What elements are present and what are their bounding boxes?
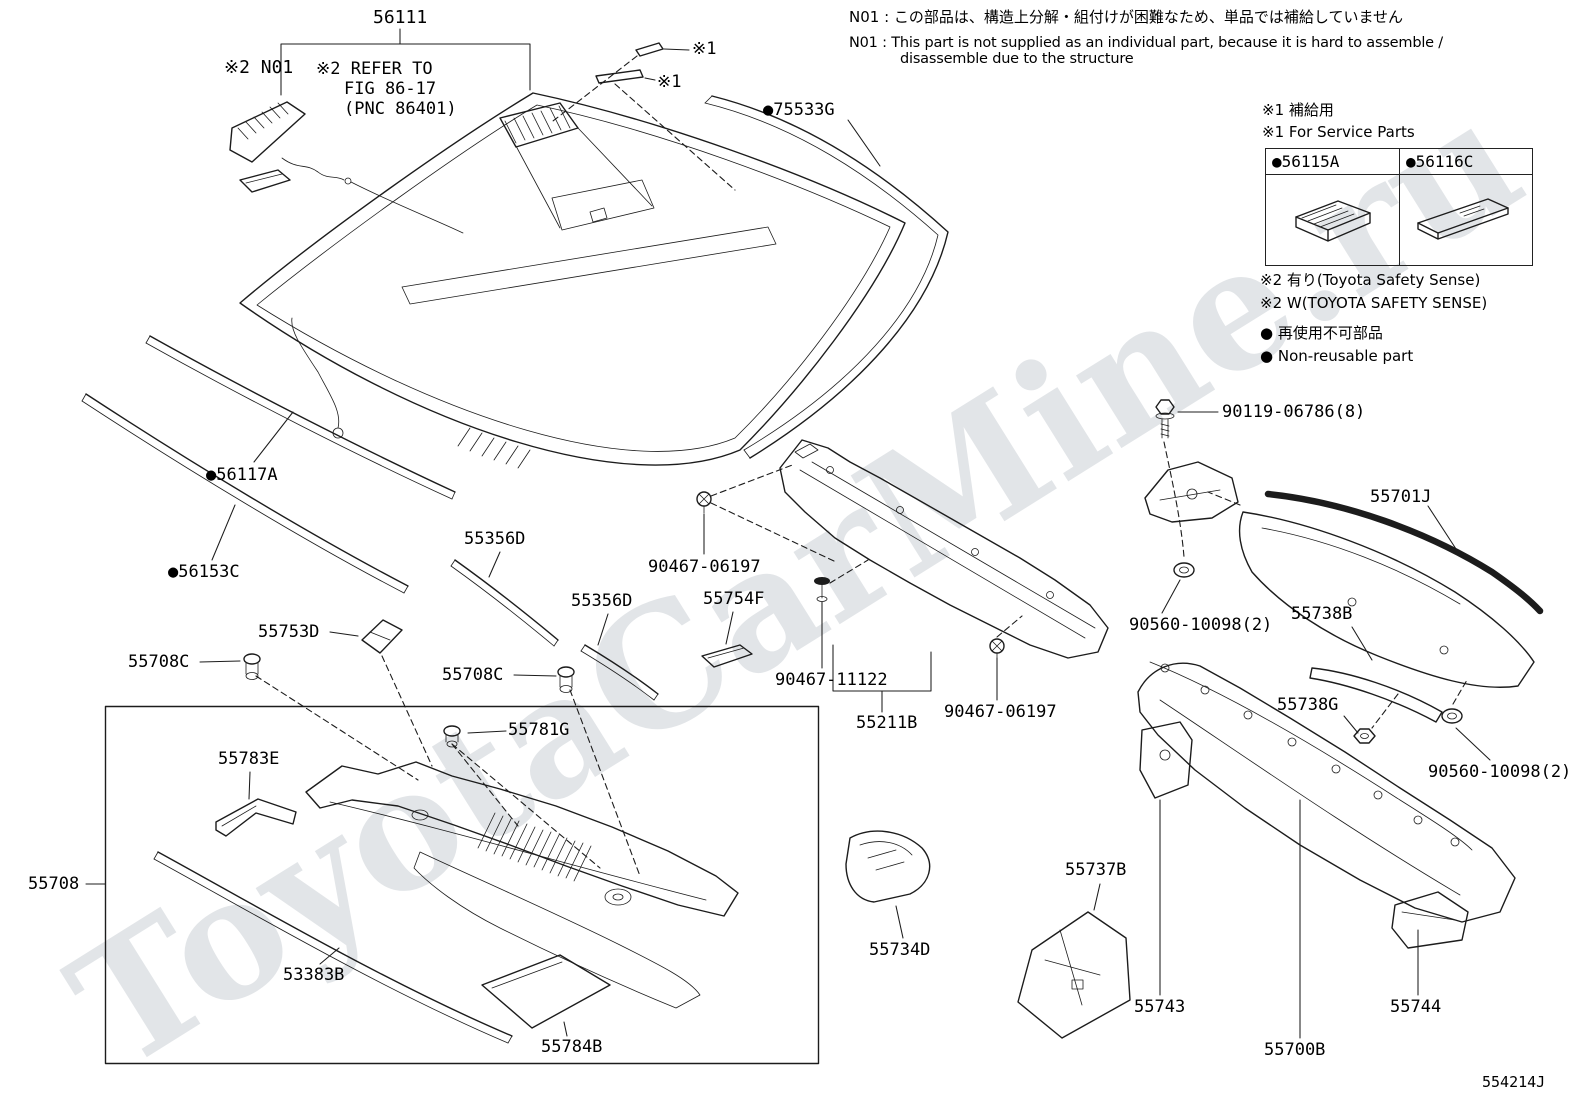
part-label-90467-06197-b: 90467-06197 <box>944 702 1057 722</box>
service-part-number-56116C: ●56116C <box>1400 149 1532 175</box>
grommet-90560-a <box>1161 562 1195 614</box>
cowl-side-bracket <box>1144 461 1239 523</box>
louver-55708 <box>305 761 739 1009</box>
part-label-53383B: 53383B <box>283 965 345 985</box>
seal-55356D-a <box>450 551 559 647</box>
refer-to-line1: ※2 REFER TO <box>316 59 433 79</box>
louver-assembly-box <box>85 705 820 1065</box>
trim-55738B <box>1309 626 1443 723</box>
clip-90467-11122 <box>814 577 830 669</box>
part-label-90467-06197-a: 90467-06197 <box>648 557 761 577</box>
note-n01-english-line1: N01 : This part is not supplied as an in… <box>849 35 1443 51</box>
service-part-number-56115A: ●56115A <box>1266 149 1399 175</box>
part-label-55753D: 55753D <box>258 622 320 642</box>
part-label-90119-06786: 90119-06786(8) <box>1222 402 1366 422</box>
legend-tss-en: ※2 W(TOYOTA SAFETY SENSE) <box>1260 294 1488 312</box>
part-label-55743: 55743 <box>1134 997 1186 1017</box>
gusset-55737B <box>1017 883 1131 1039</box>
part-label-55737B: 55737B <box>1065 860 1127 880</box>
part-label-55738G: 55738G <box>1277 695 1339 715</box>
note-n01-japanese: N01 : この部品は、構造上分解・組付けが困難なため、単品では補給していません <box>849 8 1404 26</box>
seal-55356D-b <box>580 613 659 701</box>
clip-55754F <box>701 611 753 668</box>
service-part-cell-56116C: ●56116C <box>1399 149 1532 265</box>
part-label-55356D-a: 55356D <box>464 529 526 549</box>
clip-55708C-b <box>513 666 575 693</box>
refer-to-line3: (PNC 86401) <box>344 99 457 119</box>
legend-service-jp: ※1 補給用 <box>1262 101 1334 119</box>
part-label-90560-10098-a: 90560-10098(2) <box>1129 615 1273 635</box>
clip-55708C-a <box>199 653 261 680</box>
windshield-glass <box>239 92 906 469</box>
refer-to-line2: FIG 86-17 <box>344 79 437 99</box>
part-label-55701J: 55701J <box>1370 487 1432 507</box>
part-label-55211B: 55211B <box>856 713 918 733</box>
part-label-55708: 55708 <box>28 874 80 894</box>
legend-tss-jp: ※2 有り(Toyota Safety Sense) <box>1260 271 1481 289</box>
part-label-55708C-a: 55708C <box>128 652 190 672</box>
clip-55781G <box>443 725 507 748</box>
legend-nonreusable-jp: ● 再使用不可部品 <box>1260 324 1383 342</box>
molding-56153C <box>81 393 409 594</box>
part-label-90560-10098-b: 90560-10098(2) <box>1428 762 1572 782</box>
part-label-56117A: ●56117A <box>206 465 278 485</box>
part-label-55708C-b: 55708C <box>442 665 504 685</box>
molding-56117A <box>145 335 456 500</box>
strip-53383B <box>153 851 513 1044</box>
legend-service-en: ※1 For Service Parts <box>1262 123 1415 141</box>
part-label-55734D: 55734D <box>869 940 931 960</box>
cowl-panel-55211B <box>779 439 1109 713</box>
trim-55783E <box>215 771 297 837</box>
clip-90467-06197-b <box>989 638 1005 701</box>
service-part-sketch-56115A <box>1295 200 1371 242</box>
cowl-top-55701J <box>1238 490 1544 688</box>
part-label-55356D-b: 55356D <box>571 591 633 611</box>
part-label-75533G: ●75533G <box>763 100 835 120</box>
leader-bracket-56111 <box>280 28 531 96</box>
grommet-90560-b <box>1441 708 1491 761</box>
part-label-55784B: 55784B <box>541 1037 603 1057</box>
part-label-56111: 56111 <box>373 7 428 28</box>
legend-nonreusable-en: ● Non-reusable part <box>1260 347 1414 365</box>
note-flag-n01: ※2 N01 <box>224 57 294 78</box>
service-part-sketch-56116C <box>1417 198 1509 240</box>
note-n01-english-line2: disassemble due to the structure <box>900 51 1134 67</box>
part-label-90467-11122: 90467-11122 <box>775 670 888 690</box>
bracket-55734D <box>845 830 931 939</box>
service-mark-1a: ※1 <box>692 39 717 59</box>
clip-55753D <box>329 619 403 654</box>
part-label-55700B: 55700B <box>1264 1040 1326 1060</box>
part-label-55783E: 55783E <box>218 749 280 769</box>
panel-55784B <box>481 954 611 1037</box>
molding-75533G <box>704 95 949 459</box>
nut-55738G <box>1343 715 1376 744</box>
part-label-55754F: 55754F <box>703 589 765 609</box>
cowl-assembly-55700B <box>1137 661 1516 1039</box>
part-label-55781G: 55781G <box>508 720 570 740</box>
service-part-cell-56115A: ●56115A <box>1266 149 1399 265</box>
service-mark-1b: ※1 <box>657 72 682 92</box>
clip-90467-06197-a <box>696 491 712 555</box>
service-parts-table: ●56115A ●56116C <box>1265 148 1533 266</box>
part-label-55744: 55744 <box>1390 997 1442 1017</box>
part-sensor-bracket-drawing <box>229 101 464 234</box>
assembly-dashed-lines <box>255 55 1468 877</box>
part-label-55738B: 55738B <box>1291 604 1353 624</box>
bolt-90119-06786 <box>1155 399 1219 439</box>
drawing-code: 554214J <box>1482 1073 1546 1091</box>
part-label-56153C: ●56153C <box>168 562 240 582</box>
service-part-strips <box>595 42 690 84</box>
camera-bracket-drawing <box>499 102 655 231</box>
